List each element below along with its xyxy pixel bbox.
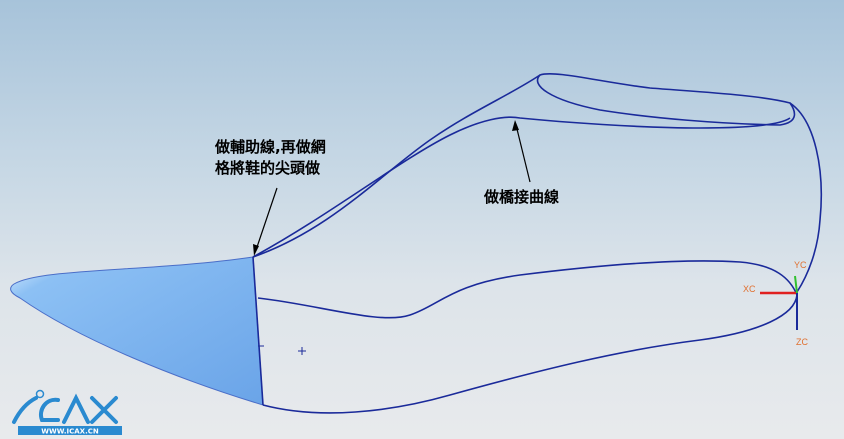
toe-annotation: 做輔助線,再做網 格將鞋的尖頭做 bbox=[215, 137, 326, 179]
zc-label: ZC bbox=[796, 337, 808, 347]
toe-surface[interactable] bbox=[10, 256, 264, 406]
outer-top-curve[interactable] bbox=[252, 74, 541, 258]
leader-arrow-toe bbox=[255, 187, 278, 251]
arrowhead-bridge bbox=[512, 120, 519, 131]
point-marker bbox=[258, 345, 306, 355]
toe-note-line1: 做輔助線,再做網 bbox=[215, 138, 326, 156]
xc-label: XC bbox=[743, 284, 756, 294]
collar-loop[interactable] bbox=[536, 73, 796, 126]
bridge-annotation: 做橋接曲線 bbox=[484, 188, 560, 206]
bottom-curve[interactable] bbox=[262, 294, 798, 414]
logo-url: WWW.ICAX.CN bbox=[41, 428, 99, 436]
inner-top-curve[interactable] bbox=[252, 116, 791, 258]
toe-note-line2: 格將鞋的尖頭做 bbox=[215, 159, 321, 177]
icax-logo: WWW.ICAX.CN bbox=[12, 389, 122, 436]
leader-arrow-bridge bbox=[515, 124, 531, 183]
toe-boundary[interactable] bbox=[252, 256, 264, 406]
wcs-triad[interactable]: XC YC ZC bbox=[743, 260, 808, 347]
arrowhead-toe bbox=[253, 244, 259, 256]
yc-label: YC bbox=[794, 260, 807, 270]
mid-curve[interactable] bbox=[257, 260, 798, 319]
heel-curve[interactable] bbox=[789, 102, 823, 330]
